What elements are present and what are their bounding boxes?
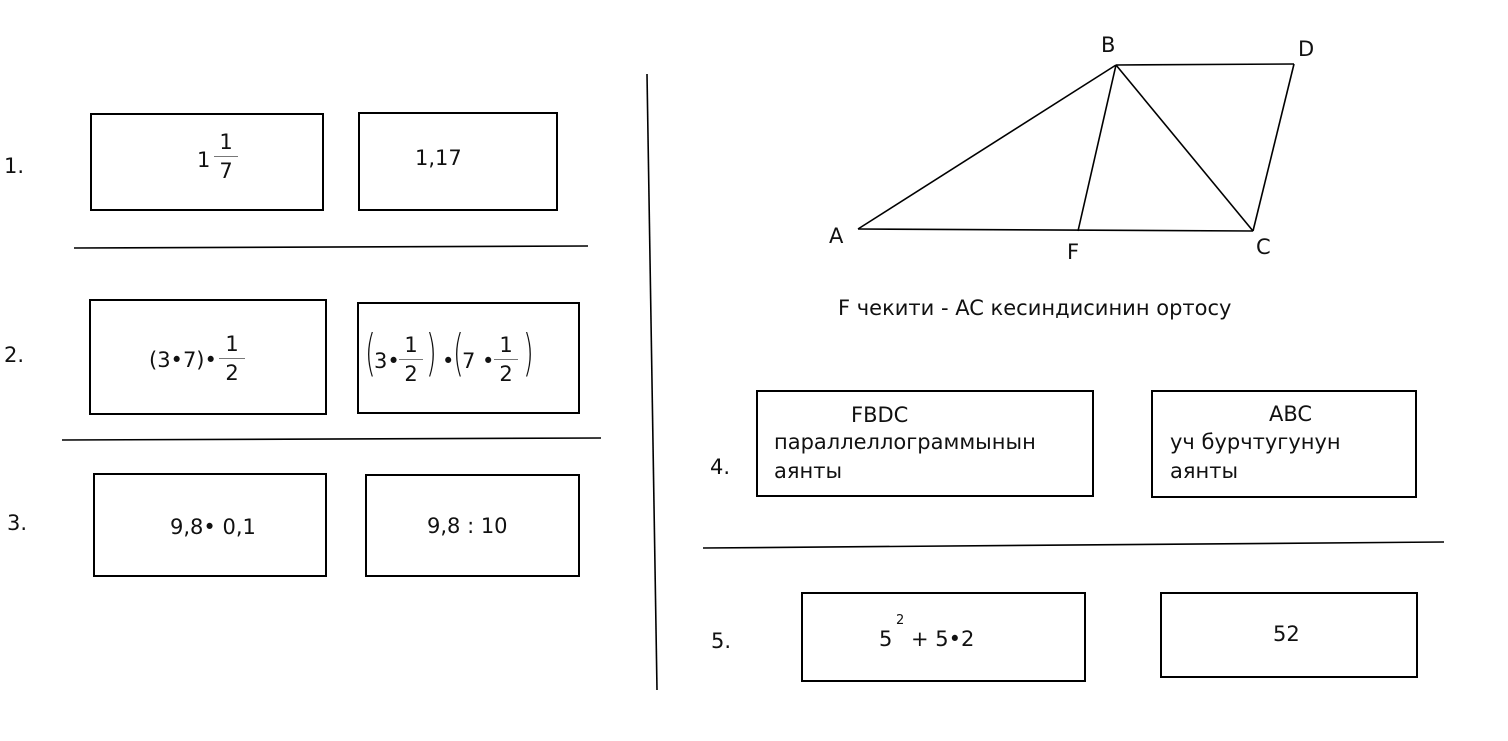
p4-left-line-2: параллеллограммынын [774, 430, 1036, 454]
divider-1-2 [73, 245, 589, 249]
fraction-bar [214, 156, 238, 157]
open-paren: ( [453, 324, 464, 382]
p1-left-box: 1 1 7 [90, 113, 324, 211]
close-paren: ) [523, 324, 534, 382]
vertical-divider [646, 73, 658, 691]
p2-left-denominator: 2 [225, 361, 239, 385]
p5-right-box: 52 [1160, 592, 1418, 678]
problem-number-2: 2. [4, 343, 25, 367]
open-paren: ( [365, 324, 376, 382]
p1-left-denominator: 7 [219, 159, 233, 183]
fraction-bar [399, 359, 423, 360]
p4-right-line-2: уч бурчтугунун [1170, 430, 1341, 454]
p2-right-term-b: 7 • [462, 349, 495, 373]
p4-left-line-1: FBDC [851, 403, 909, 427]
p1-right-value: 1,17 [415, 146, 462, 170]
point-label-c: C [1256, 235, 1271, 259]
figure-caption: F чекити - AC кесиндисинин ортосу [838, 296, 1232, 320]
p2-right-denominator-2: 2 [499, 362, 513, 386]
geometry-figure [857, 63, 1295, 232]
p2-right-fraction-1: 1 2 [399, 335, 423, 385]
p2-right-middle-dot: • [442, 349, 455, 373]
point-label-d: D [1298, 37, 1315, 61]
segment-ac [857, 228, 1254, 232]
divider-2-3 [61, 437, 602, 441]
p2-left-fraction: 1 2 [219, 334, 245, 384]
p1-left-whole: 1 [197, 148, 211, 172]
close-paren: ) [426, 324, 437, 382]
p4-right-line-1: ABC [1269, 402, 1313, 426]
p5-left-rest: + 5•2 [911, 627, 975, 651]
p4-right-line-3: аянты [1170, 459, 1239, 483]
segment-bd [1115, 63, 1295, 66]
p5-left-base: 5 [879, 627, 893, 651]
fraction-bar [219, 358, 245, 359]
p2-right-term-a: 3• [374, 349, 400, 373]
p4-left-line-3: аянты [774, 459, 843, 483]
divider-4-5 [702, 541, 1445, 549]
p2-right-box: ( 3• 1 2 ) • ( 7 • 1 2 ) [357, 302, 580, 414]
point-label-b: B [1101, 33, 1116, 57]
p4-left-box: FBDC параллеллограммынын аянты [756, 390, 1094, 497]
p5-left-box: 5 2 + 5•2 [801, 592, 1086, 682]
segment-bc [1115, 64, 1254, 232]
fraction-bar [494, 359, 518, 360]
p2-left-box: (3•7)• 1 2 [89, 299, 327, 415]
p1-right-box: 1,17 [358, 112, 558, 211]
p2-right-numerator-2: 1 [499, 333, 513, 357]
p2-right-numerator-1: 1 [404, 333, 418, 357]
p3-left-box: 9,8• 0,1 [93, 473, 327, 577]
segment-dc [1252, 63, 1295, 232]
p1-left-numerator: 1 [219, 130, 233, 154]
p4-right-box: ABC уч бурчтугунун аянты [1151, 390, 1417, 498]
problem-number-5: 5. [711, 629, 732, 653]
p2-left-expression: (3•7)• [149, 348, 217, 372]
problem-number-1: 1. [4, 154, 25, 178]
p5-right-value: 52 [1273, 622, 1300, 646]
problem-number-4: 4. [710, 455, 731, 479]
segment-ab [857, 64, 1117, 230]
p2-left-numerator: 1 [225, 332, 239, 356]
p2-right-fraction-2: 1 2 [494, 335, 518, 385]
p1-left-fraction: 1 7 [214, 132, 238, 182]
point-label-a: A [829, 224, 844, 248]
p2-right-denominator-1: 2 [404, 362, 418, 386]
p5-left-exponent: 2 [896, 613, 905, 628]
problem-number-3: 3. [7, 511, 28, 535]
point-label-f: F [1067, 240, 1080, 264]
p3-left-expression: 9,8• 0,1 [170, 515, 256, 539]
p3-right-expression: 9,8 : 10 [427, 514, 508, 538]
segment-bf [1077, 64, 1117, 232]
p3-right-box: 9,8 : 10 [365, 474, 580, 577]
